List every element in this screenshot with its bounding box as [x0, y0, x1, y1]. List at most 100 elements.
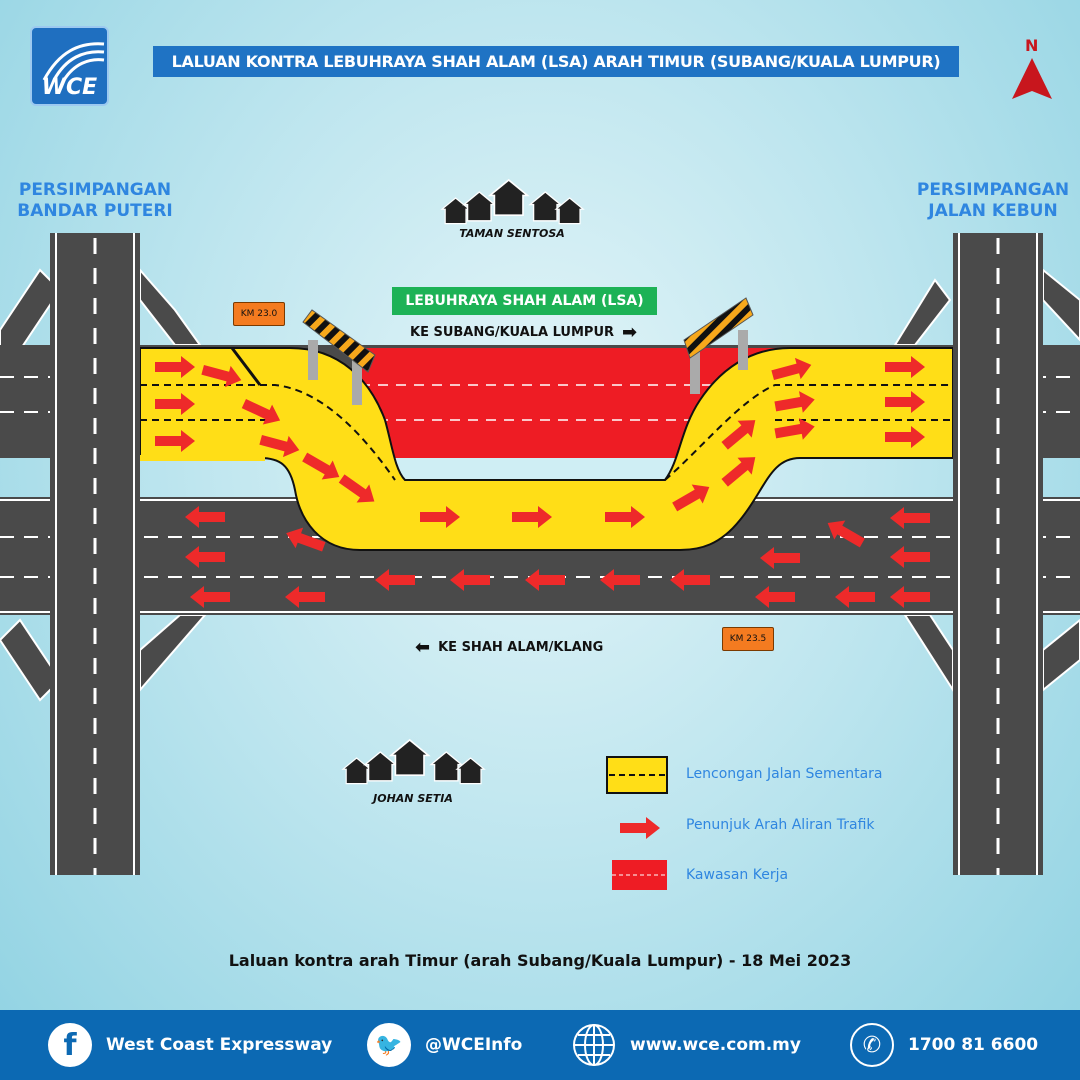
- house-icon: [528, 191, 563, 222]
- traffic-arrow-icon: [302, 452, 340, 480]
- houses-icon: [341, 738, 486, 785]
- traffic-arrow-icon: [605, 506, 645, 528]
- legend-arrow-icon: [620, 817, 660, 839]
- traffic-arrow-icon: [755, 586, 795, 608]
- traffic-arrow-icon: [201, 364, 242, 388]
- highway-label: LEBUHRAYA SHAH ALAM (LSA): [392, 287, 657, 315]
- traffic-arrow-icon: [155, 430, 195, 452]
- wce-logo: WCE: [30, 26, 109, 106]
- temporary-detour: [139, 347, 954, 551]
- traffic-arrow-icon: [338, 474, 375, 503]
- right-vertical-road: [953, 233, 1043, 875]
- traffic-arrow-icon: [774, 391, 815, 413]
- facebook-label: West Coast Expressway: [106, 1035, 333, 1055]
- footer-twitter[interactable]: 🐦 @WCEInfo: [367, 1010, 522, 1080]
- traffic-arrow-icon: [525, 569, 565, 591]
- house-icon: [455, 757, 486, 785]
- ramp-sw2: [139, 614, 208, 693]
- traffic-arrow-icon: [285, 586, 325, 608]
- globe-icon: [572, 1023, 616, 1067]
- traffic-arrow-icon: [774, 418, 815, 440]
- junction-left-line2: BANDAR PUTERI: [17, 201, 173, 221]
- house-icon: [341, 757, 372, 785]
- facebook-icon: f: [48, 1023, 92, 1067]
- house-icon: [554, 197, 585, 225]
- junction-right-line2: JALAN KEBUN: [928, 201, 1058, 221]
- junction-left-line1: PERSIMPANGAN: [18, 180, 172, 200]
- ramp-ne2: [1042, 267, 1080, 342]
- traffic-arrow-icon: [185, 546, 225, 568]
- ramp-ne: [893, 278, 952, 346]
- traffic-arrow-icon: [672, 484, 710, 512]
- traffic-arrow-icon: [890, 586, 930, 608]
- house-icon: [429, 751, 464, 782]
- phone-label: 1700 81 6600: [908, 1035, 1039, 1055]
- traffic-arrow-icon: [885, 426, 925, 448]
- traffic-arrow-icon: [890, 507, 930, 529]
- house-icon: [487, 178, 530, 217]
- traffic-arrow-icon: [885, 391, 925, 413]
- traffic-arrow-icon: [155, 393, 195, 415]
- barrier-left: [302, 309, 376, 405]
- traffic-arrow-icon: [827, 520, 865, 548]
- detour-lane-lines: [140, 384, 953, 481]
- traffic-arrow-icon: [512, 506, 552, 528]
- traffic-arrow-icon: [190, 586, 230, 608]
- ramp-nw2: [139, 267, 202, 346]
- traffic-arrow-icon: [721, 457, 756, 487]
- house-icon: [462, 191, 497, 222]
- traffic-arrow-icon: [760, 547, 800, 569]
- website-label: www.wce.com.my: [630, 1035, 801, 1055]
- footer-facebook[interactable]: f West Coast Expressway: [48, 1010, 332, 1080]
- logo-swoosh-icon: [42, 42, 105, 81]
- page-title: LALUAN KONTRA LEBUHRAYA SHAH ALAM (LSA) …: [153, 46, 959, 77]
- traffic-arrow-icon: [155, 356, 195, 378]
- legend-detour-swatch: [606, 756, 668, 794]
- km-sign-label: KM 23.5: [722, 627, 774, 651]
- house-icon: [388, 738, 431, 777]
- logo-text: WCE: [41, 75, 98, 100]
- traffic-arrows: [155, 356, 930, 608]
- ramp-nw: [0, 268, 62, 351]
- traffic-arrow-icon: [241, 399, 281, 425]
- ramp-se2: [1042, 618, 1080, 693]
- phone-icon: ✆: [850, 1023, 894, 1067]
- junction-right: PERSIMPANGAN JALAN KEBUN: [908, 180, 1078, 222]
- left-vertical-road: [50, 233, 140, 875]
- house-icon: [440, 197, 471, 225]
- place-taman-sentosa: TAMAN SENTOSA: [459, 227, 565, 240]
- traffic-arrow-icon: [890, 546, 930, 568]
- compass-north-icon: [1012, 58, 1052, 99]
- traffic-arrow-icon: [771, 357, 812, 381]
- direction-west-label: KE SHAH ALAM/KLANG: [438, 640, 604, 655]
- direction-east-label: KE SUBANG/KUALA LUMPUR: [410, 325, 615, 340]
- direction-east: KE SUBANG/KUALA LUMPUR ➡: [410, 322, 637, 343]
- arrow-left-icon: ⬅: [415, 637, 431, 658]
- traffic-arrow-icon: [835, 586, 875, 608]
- footer-website[interactable]: www.wce.com.my: [572, 1010, 801, 1080]
- ramp-se: [903, 614, 954, 694]
- legend-detour-label: Lencongan Jalan Sementara: [686, 766, 883, 782]
- footer-phone[interactable]: ✆ 1700 81 6600: [850, 1010, 1038, 1080]
- twitter-label: @WCEInfo: [425, 1035, 523, 1055]
- caption: Laluan kontra arah Timur (arah Subang/Ku…: [228, 951, 852, 970]
- traffic-arrow-icon: [259, 434, 300, 458]
- junction-right-line1: PERSIMPANGAN: [916, 180, 1070, 200]
- twitter-icon: 🐦: [367, 1023, 411, 1067]
- legend-work-label: Kawasan Kerja: [686, 867, 789, 883]
- km-sign-label: KM 23.0: [233, 302, 285, 326]
- km-sign-23-5: KM 23.5: [722, 627, 774, 651]
- house-icon: [363, 751, 398, 782]
- traffic-arrow-icon: [600, 569, 640, 591]
- junction-left: PERSIMPANGAN BANDAR PUTERI: [10, 180, 180, 222]
- legend-work-swatch: [612, 860, 667, 890]
- traffic-arrow-icon: [721, 420, 756, 450]
- traffic-arrow-icon: [885, 356, 925, 378]
- barrier-right: [683, 297, 754, 394]
- place-johan-setia: JOHAN SETIA: [373, 792, 453, 805]
- km-sign-23-0: KM 23.0: [233, 302, 285, 326]
- direction-west: ⬅ KE SHAH ALAM/KLANG: [415, 637, 603, 658]
- arrow-right-icon: ➡: [622, 322, 638, 343]
- traffic-arrow-icon: [286, 527, 326, 552]
